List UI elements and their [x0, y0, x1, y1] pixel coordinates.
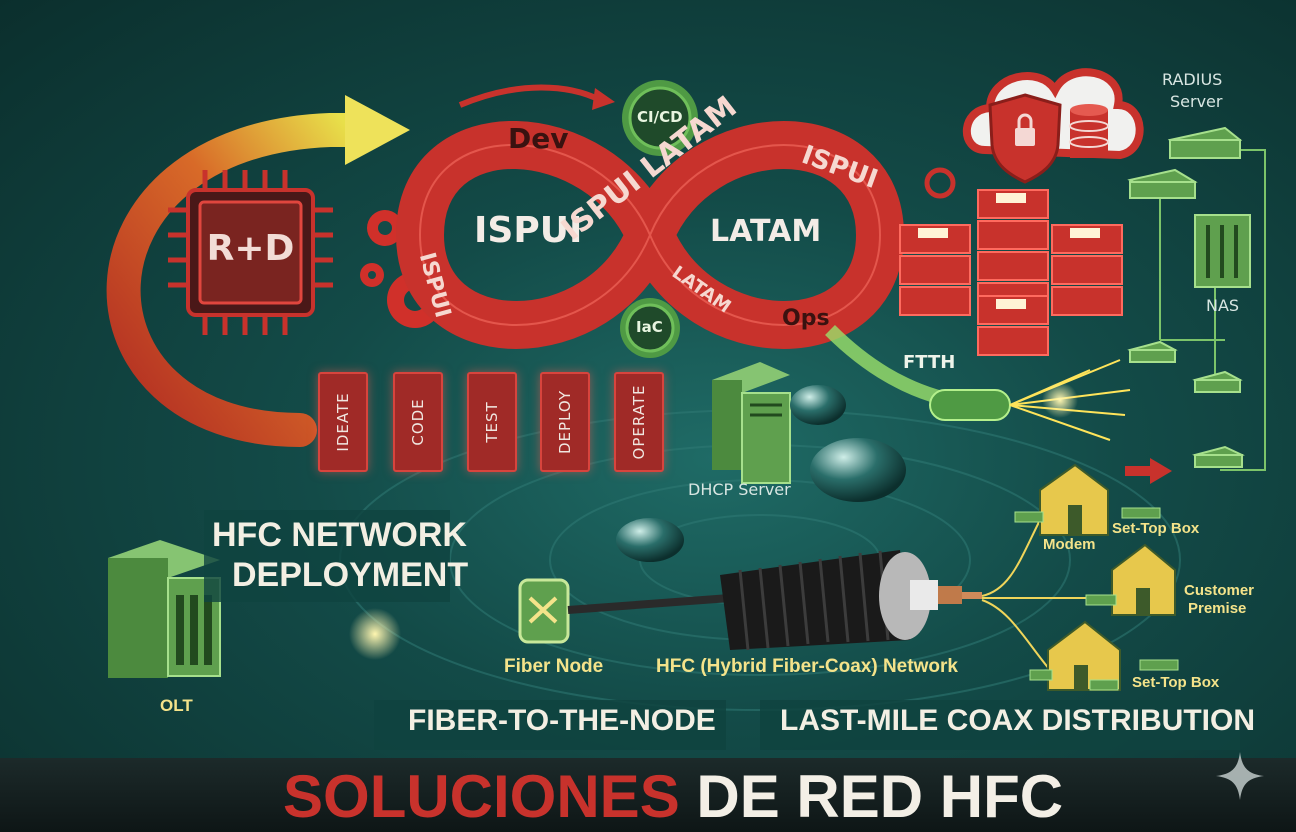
hfc-deployment-line2: DEPLOYMENT — [232, 556, 469, 594]
step-deploy: DEPLOY — [540, 372, 590, 472]
radius-label-line2: Server — [1170, 92, 1223, 111]
stb-bottom-label: Set-Top Box — [1132, 674, 1220, 691]
step-test: TEST — [467, 372, 517, 472]
dhcp-label: DHCP Server — [688, 480, 791, 499]
router-icon — [1014, 507, 1179, 691]
server-icon — [1194, 214, 1251, 288]
server-lights — [918, 193, 1100, 309]
gear-icon — [620, 298, 680, 358]
water-drop-icon — [616, 385, 906, 562]
olt-label: OLT — [160, 696, 193, 715]
cicd-label: CI/CD — [637, 108, 683, 126]
sparkle-icon — [1216, 752, 1264, 800]
radius-label-line1: RADIUS — [1162, 70, 1223, 89]
database-icon — [1069, 104, 1109, 158]
page-title: SOLUCIONES DE RED HFC — [283, 762, 1063, 831]
chip-icon — [168, 170, 333, 335]
switch-icon — [1127, 126, 1245, 468]
ispui-center-left: ISPUI — [474, 210, 583, 251]
devops-infinity-loop — [395, 84, 905, 349]
step-label: TEST — [483, 401, 501, 443]
nas-label: NAS — [1206, 296, 1240, 315]
house-icon — [1039, 463, 1176, 691]
fiber-bundle-icon — [929, 359, 1131, 441]
step-code: CODE — [393, 372, 443, 472]
title-red: SOLUCIONES — [283, 763, 680, 830]
dev-label: Dev — [508, 122, 569, 155]
stb-top-label: Set-Top Box — [1112, 520, 1200, 537]
rnd-cycle-arrow — [106, 113, 367, 447]
sparkle-icon — [349, 608, 401, 660]
modem-label: Modem — [1043, 536, 1096, 553]
title-white: DE RED HFC — [696, 763, 1064, 830]
title-bar — [0, 758, 1296, 832]
lastmile-panel — [760, 700, 1240, 750]
arrow-right-icon — [345, 95, 410, 165]
hfc-deployment-line1: HFC NETWORK — [212, 516, 467, 554]
gear-icon — [622, 80, 698, 156]
step-label: OPERATE — [630, 384, 648, 460]
step-ideate: IDEATE — [318, 372, 368, 472]
gear-icon — [924, 167, 956, 199]
server-icon — [712, 362, 791, 484]
lastmile-banner: LAST-MILE COAX DISTRIBUTION — [780, 704, 1255, 737]
fiber-node-label: Fiber Node — [504, 656, 604, 677]
step-label: DEPLOY — [556, 389, 574, 455]
step-label: IDEATE — [334, 392, 352, 452]
server-icon — [899, 189, 1123, 356]
switch-icon — [518, 578, 570, 644]
step-label: CODE — [409, 398, 427, 446]
customer-premise-line2: Premise — [1188, 600, 1247, 617]
ops-label: Ops — [782, 306, 830, 331]
step-operate: OPERATE — [614, 372, 664, 472]
hfc-network-label: HFC (Hybrid Fiber-Coax) Network — [656, 656, 958, 677]
latam-center-right: LATAM — [710, 214, 822, 249]
server-icon — [108, 540, 221, 678]
rnd-label: R+D — [206, 228, 295, 269]
house-doors — [1068, 505, 1150, 690]
ftth-label: FTTH — [903, 352, 956, 373]
arrow-right-icon — [1125, 458, 1172, 484]
fttn-banner: FIBER-TO-THE-NODE — [408, 704, 716, 737]
iac-label: IaC — [636, 318, 663, 336]
fttn-panel — [374, 700, 726, 750]
coax-cable-icon — [567, 550, 982, 651]
customer-premise-line1: Customer — [1184, 582, 1255, 599]
hfc-deployment-panel — [204, 510, 450, 602]
shield-lock-icon — [988, 93, 1062, 184]
